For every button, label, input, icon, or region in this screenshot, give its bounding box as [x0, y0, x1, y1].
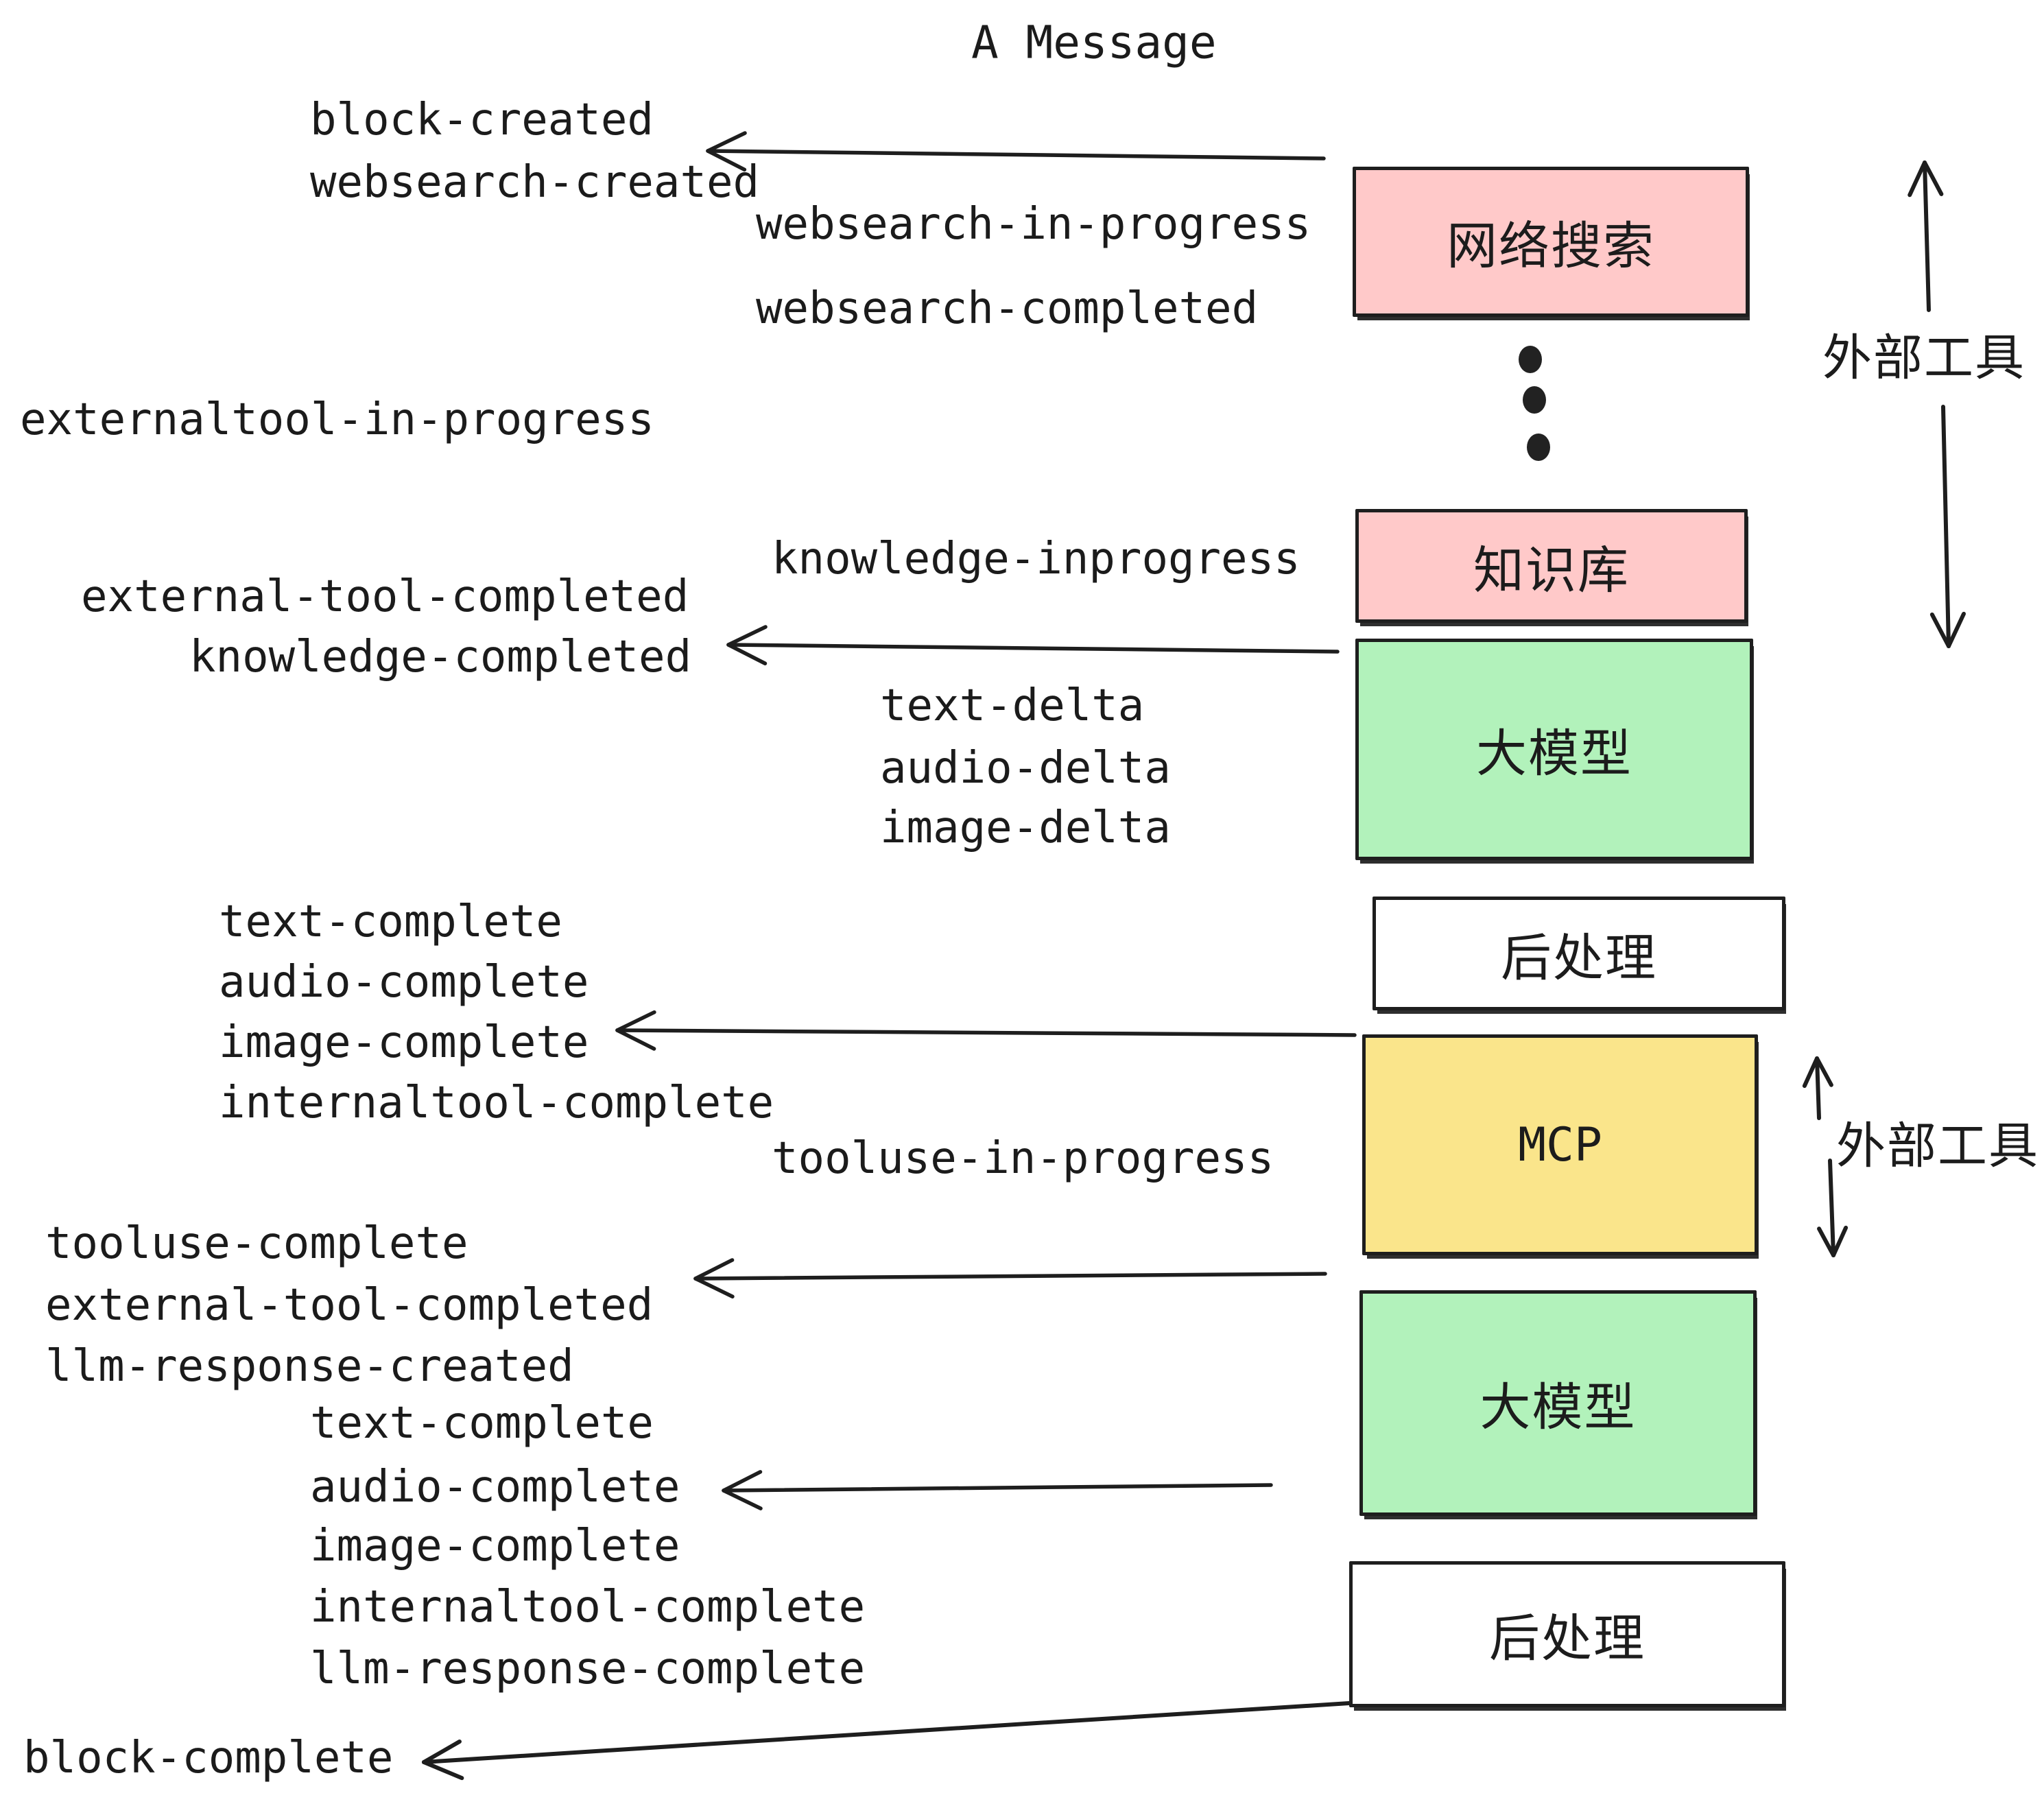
- arrow-external-down-2-head-2: [1831, 1225, 1849, 1257]
- llm-box-1-label: 大模型: [1476, 724, 1632, 783]
- arrow-external-up-2-head-2: [1802, 1056, 1819, 1089]
- event-label-block-created: block-created: [310, 95, 654, 145]
- event-label-image-complete-1: image-complete: [219, 1017, 589, 1068]
- ellipsis-dot-2: [1523, 386, 1546, 414]
- event-label-external-tool-completed-2: external-tool-completed: [45, 1280, 654, 1331]
- postprocess-box-2: 后处理: [1349, 1561, 1785, 1707]
- arrow-external-up-1-head-2: [1908, 161, 1927, 198]
- arrow-external-down-1-head-1: [1929, 612, 1951, 648]
- arrow-knowledge-completed-head-2: [726, 643, 768, 665]
- arrow-block-created-head-2: [706, 149, 747, 172]
- event-label-llm-response-created: llm-response-created: [45, 1341, 574, 1392]
- arrow-block-created-head-1: [706, 131, 747, 153]
- postprocess-box-1: 后处理: [1372, 897, 1785, 1010]
- arrow-external-up-1: [1923, 161, 1931, 312]
- event-label-websearch-completed: websearch-completed: [756, 283, 1259, 334]
- arrow-external-up-2: [1815, 1056, 1821, 1120]
- event-label-internaltool-complete-2: internaltool-complete: [310, 1582, 866, 1633]
- event-label-text-delta-1: text-delta: [880, 680, 1145, 731]
- arrow-audio-complete-head-1: [722, 1470, 763, 1493]
- ellipsis-dot-3: [1527, 434, 1550, 461]
- event-label-llm-response-complete: llm-response-complete: [310, 1643, 866, 1694]
- knowledge-box: 知识库: [1355, 509, 1748, 623]
- arrow-knowledge-completed: [726, 643, 1340, 654]
- llm-box-2-label: 大模型: [1479, 1378, 1637, 1437]
- arrow-block-complete-head-2: [422, 1760, 464, 1781]
- arrow-tooluse-complete-head-2: [693, 1277, 735, 1298]
- event-label-block-complete: block-complete: [23, 1733, 394, 1783]
- llm-box-2: 大模型: [1359, 1290, 1757, 1516]
- arrow-block-complete-head-1: [422, 1739, 462, 1764]
- arrow-audio-complete: [722, 1483, 1273, 1493]
- arrow-image-complete-head-1: [615, 1010, 656, 1032]
- event-label-audio-complete-1: audio-complete: [219, 957, 589, 1008]
- event-label-knowledge-inprogress: knowledge-inprogress: [772, 534, 1300, 584]
- event-label-text-complete-2: text-complete: [310, 1398, 654, 1449]
- websearch-box-label: 网络搜索: [1447, 217, 1655, 276]
- arrow-audio-complete-head-2: [722, 1488, 763, 1510]
- event-label-websearch-created: websearch-created: [310, 157, 760, 208]
- arrow-external-down-1-head-2: [1947, 611, 1966, 648]
- external-tools-label-1: 外部工具: [1822, 329, 2026, 387]
- page-title: A Message: [971, 16, 1217, 69]
- arrow-external-down-2: [1828, 1159, 1835, 1257]
- event-label-websearch-in-progress: websearch-in-progress: [756, 199, 1311, 250]
- arrow-block-created: [706, 149, 1326, 161]
- arrow-external-up-2-head-1: [1815, 1056, 1833, 1087]
- event-label-image-delta-1: image-delta: [880, 803, 1171, 853]
- arrow-image-complete-head-2: [615, 1028, 656, 1051]
- external-tools-label-2: 外部工具: [1836, 1117, 2040, 1175]
- mcp-box-label: MCP: [1518, 1117, 1602, 1172]
- event-label-external-tool-completed-1: external-tool-completed: [81, 571, 689, 622]
- arrow-external-down-2-head-1: [1817, 1226, 1835, 1257]
- event-label-internaltool-complete-1: internaltool-complete: [219, 1078, 774, 1128]
- event-label-audio-complete-2: audio-complete: [310, 1462, 680, 1512]
- postprocess-box-2-label: 后处理: [1489, 1609, 1645, 1668]
- arrow-image-complete: [615, 1028, 1357, 1037]
- arrow-knowledge-completed-head-1: [726, 625, 768, 647]
- event-label-tooluse-complete: tooluse-complete: [45, 1218, 468, 1269]
- event-label-image-complete-2: image-complete: [310, 1521, 680, 1571]
- arrow-tooluse-complete-head-1: [693, 1258, 735, 1281]
- mcp-box: MCP: [1362, 1034, 1758, 1255]
- event-label-audio-delta-1: audio-delta: [880, 743, 1171, 794]
- arrow-tooluse-complete: [693, 1272, 1327, 1281]
- event-label-text-complete-1: text-complete: [219, 897, 562, 947]
- websearch-box: 网络搜索: [1353, 167, 1749, 317]
- ellipsis-dot-1: [1519, 346, 1542, 373]
- knowledge-box-label: 知识库: [1473, 541, 1630, 600]
- event-label-externaltool-in-progress: externaltool-in-progress: [20, 394, 654, 445]
- arrow-external-up-1-head-1: [1923, 161, 1944, 196]
- llm-box-1: 大模型: [1355, 639, 1753, 860]
- event-label-tooluse-in-progress: tooluse-in-progress: [772, 1133, 1274, 1184]
- arrow-block-complete: [422, 1701, 1351, 1764]
- arrow-external-down-1: [1941, 405, 1951, 648]
- event-label-knowledge-completed: knowledge-completed: [189, 632, 692, 683]
- postprocess-box-1-label: 后处理: [1501, 928, 1657, 988]
